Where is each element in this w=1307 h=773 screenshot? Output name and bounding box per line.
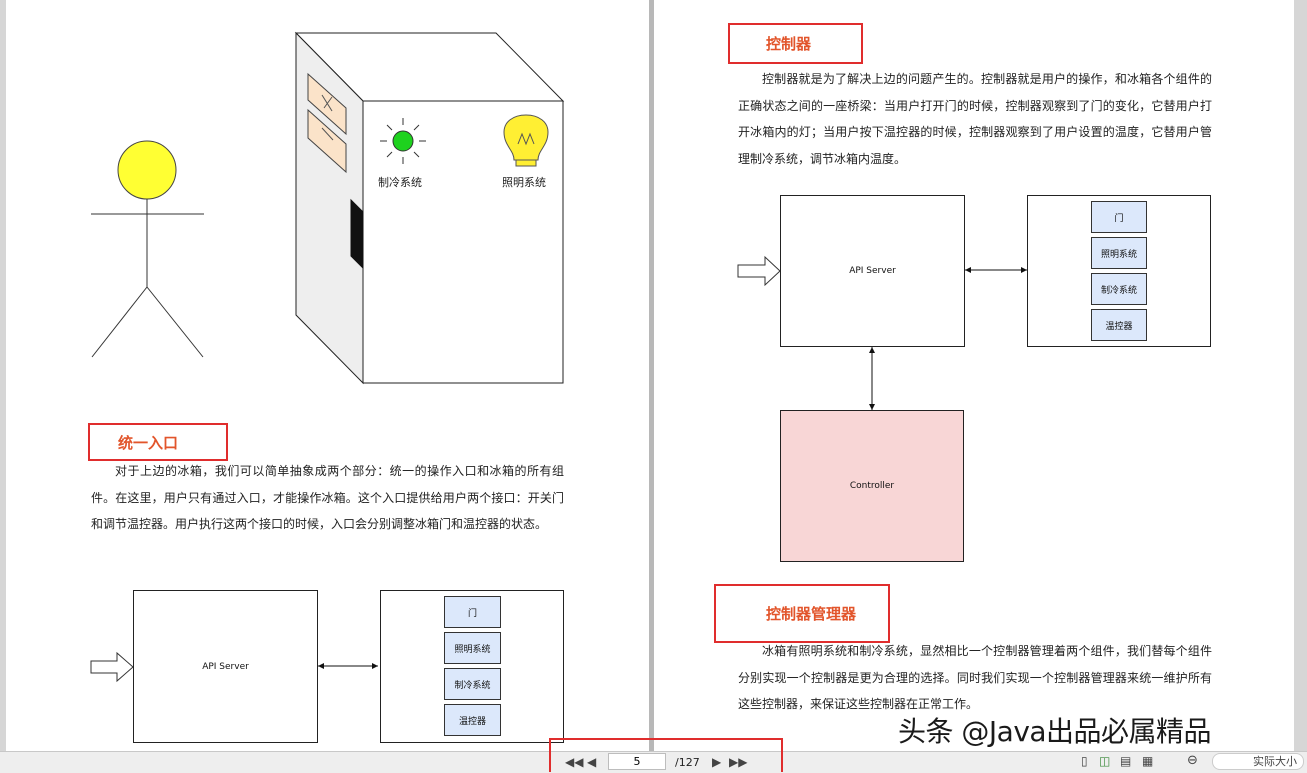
section-heading-controller-manager: 控制器管理器 — [714, 584, 890, 643]
lighting-system-label: 照明系统 — [502, 176, 546, 189]
navigation-highlight-frame — [549, 738, 783, 772]
cooling-light-icon — [380, 118, 426, 164]
component-cooling: 制冷系统 — [1091, 273, 1147, 305]
document-page-right: 控制器 控制器就是为了解决上边的问题产生的。控制器就是用户的操作，和冰箱各个组件… — [654, 0, 1294, 751]
right-diagram-connectors — [737, 255, 1027, 410]
input-arrow-icon — [737, 255, 781, 287]
cooling-system-label: 制冷系统 — [378, 176, 422, 189]
api-server-label: API Server — [202, 661, 249, 672]
page-number-input[interactable] — [608, 753, 666, 770]
last-page-icon[interactable]: ▶▶ — [729, 755, 748, 769]
heading-text: 控制器 — [766, 35, 812, 53]
component-door: 门 — [444, 596, 501, 628]
component-lighting: 照明系统 — [1091, 237, 1147, 269]
heading-text: 控制器管理器 — [766, 605, 857, 623]
single-page-view-icon[interactable]: ▯ — [1081, 754, 1088, 768]
paragraph-controller: 控制器就是为了解决上边的问题产生的。控制器就是用户的操作，和冰箱各个组件的正确状… — [738, 72, 1212, 166]
zoom-level-label: 实际大小 — [1253, 755, 1297, 768]
page-divider — [649, 0, 654, 751]
component-cooling: 制冷系统 — [444, 668, 501, 700]
zoom-out-icon[interactable]: ⊖ — [1187, 753, 1198, 768]
stick-figure-illustration — [91, 140, 204, 358]
component-door: 门 — [1091, 201, 1147, 233]
paragraph-controller-manager: 冰箱有照明系统和制冷系统，显然相比一个控制器管理着两个组件，我们替每个组件分别实… — [738, 644, 1212, 711]
lightbulb-icon — [503, 114, 549, 167]
left-diagram-connectors — [90, 651, 378, 683]
two-page-view-icon[interactable]: ◫ — [1099, 754, 1111, 768]
api-server-box: API Server — [780, 195, 965, 347]
next-page-icon[interactable]: ▶ — [712, 755, 722, 769]
watermark-text: 头条 @Java出品必属精品 — [898, 715, 1212, 748]
fridge-panel-bottom — [307, 108, 347, 174]
book-view-icon[interactable]: ▦ — [1142, 754, 1154, 768]
prev-page-icon[interactable]: ◀ — [587, 755, 597, 769]
heading-text: 统一入口 — [118, 433, 179, 452]
component-thermostat: 温控器 — [444, 704, 501, 736]
section-heading-unified-entry: 统一入口 — [88, 423, 228, 461]
component-thermostat: 温控器 — [1091, 309, 1147, 341]
paragraph-unified-entry: 对于上边的冰箱，我们可以简单抽象成两个部分：统一的操作入口和冰箱的所有组件。在这… — [91, 464, 564, 531]
input-arrow-icon — [90, 651, 134, 683]
continuous-view-icon[interactable]: ▤ — [1120, 754, 1132, 768]
controller-box: Controller — [780, 410, 964, 562]
controller-label: Controller — [849, 481, 895, 491]
api-server-label: API Server — [849, 266, 896, 276]
first-page-icon[interactable]: ◀◀ — [565, 755, 584, 769]
component-lighting: 照明系统 — [444, 632, 501, 664]
total-pages-label: /127 — [675, 756, 700, 769]
document-page-left: 制冷系统 照明系统 统一入口 对于上边的冰箱，我们可以简单抽象成两个部分：统一的… — [6, 0, 649, 751]
fridge-handle — [350, 198, 364, 270]
zoom-level-select[interactable]: 实际大小 — [1212, 753, 1304, 770]
fridge-illustration — [294, 31, 565, 385]
section-heading-controller: 控制器 — [728, 23, 863, 64]
api-server-box: API Server — [133, 590, 318, 743]
